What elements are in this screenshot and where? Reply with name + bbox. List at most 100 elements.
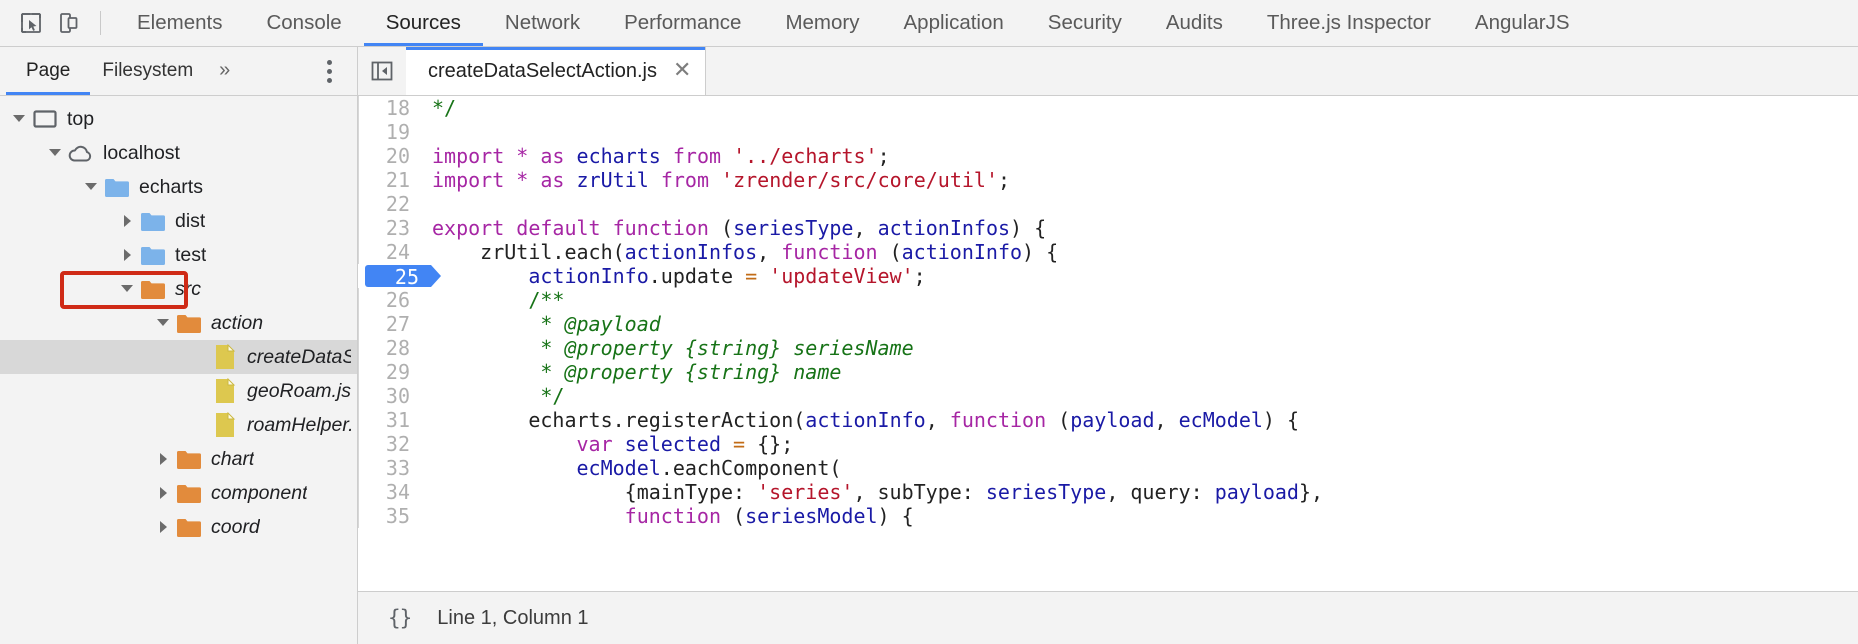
line-number[interactable]: 21	[358, 168, 420, 192]
code-token: *	[516, 144, 529, 168]
chevron-right-icon[interactable]	[116, 212, 138, 230]
editor-tab-createdataselectaction[interactable]: createDataSelectAction.js ✕	[406, 47, 707, 95]
code-line: 22	[358, 192, 1858, 216]
chevron-down-icon[interactable]	[116, 280, 138, 298]
folder-orange-icon	[140, 278, 166, 300]
breakpoint-flag[interactable]: 25	[365, 265, 441, 289]
code-token: ;	[913, 264, 926, 288]
tab-memory[interactable]: Memory	[785, 11, 860, 34]
code-token: ) {	[877, 504, 914, 528]
editor-tab-bar: createDataSelectAction.js ✕	[358, 47, 1858, 96]
line-number[interactable]: 24	[358, 240, 420, 264]
editor-tab-label: createDataSelectAction.js	[428, 59, 658, 82]
code-token: , subType:	[853, 480, 986, 504]
chevron-right-icon[interactable]	[152, 518, 174, 536]
tab-performance[interactable]: Performance	[624, 11, 742, 34]
code-token: import	[432, 168, 505, 192]
line-number[interactable]: 34	[358, 480, 420, 504]
navigator-tab-page[interactable]: Page	[10, 47, 86, 95]
line-number[interactable]: 27	[358, 312, 420, 336]
code-token: echarts.registerAction(	[432, 408, 806, 432]
chevron-down-icon[interactable]	[80, 178, 102, 196]
code-token	[528, 144, 540, 168]
tab-audits[interactable]: Audits	[1165, 11, 1223, 34]
tab-security[interactable]: Security	[1047, 11, 1122, 34]
tree-item-dist[interactable]: dist	[0, 204, 357, 238]
code-text: zrUtil.each(actionInfos, function (actio…	[420, 240, 1058, 264]
code-text: ecModel.eachComponent(	[420, 456, 842, 480]
code-token: function	[949, 408, 1047, 432]
tab-network[interactable]: Network	[504, 11, 581, 34]
tree-item-label: src	[175, 277, 201, 300]
chevron-down-icon[interactable]	[152, 314, 174, 332]
tab-elements[interactable]: Elements	[137, 11, 223, 34]
code-token: default	[516, 216, 601, 240]
code-token: function	[612, 216, 709, 240]
line-number[interactable]: 31	[358, 408, 420, 432]
tab-sources[interactable]: Sources	[363, 0, 484, 46]
line-number[interactable]: 32	[358, 432, 420, 456]
tree-item-georoam-js[interactable]: geoRoam.js	[0, 374, 357, 408]
tree-item-component[interactable]: component	[0, 476, 357, 510]
close-icon[interactable]: ✕	[673, 58, 692, 83]
collapse-sidebar-icon[interactable]	[358, 47, 406, 95]
code-token: function	[781, 240, 878, 264]
folder-orange-icon	[176, 448, 202, 470]
tree-item-chart[interactable]: chart	[0, 442, 357, 476]
code-line: 31 echarts.registerAction(actionInfo, fu…	[358, 408, 1858, 432]
file-js-icon	[212, 378, 238, 403]
code-token: from	[672, 144, 722, 168]
code-token: {mainType:	[432, 480, 758, 504]
chevron-right-icon[interactable]	[152, 484, 174, 502]
chevron-right-icon[interactable]	[152, 450, 174, 468]
tree-item-src[interactable]: src	[0, 272, 357, 306]
line-number[interactable]: 33	[358, 456, 420, 480]
code-token: , query:	[1106, 480, 1215, 504]
line-number[interactable]: 19	[358, 120, 420, 144]
line-number[interactable]: 22	[358, 192, 420, 216]
line-number[interactable]: 26	[358, 288, 420, 312]
line-number[interactable]: 29	[358, 360, 420, 384]
line-number[interactable]: 20	[358, 144, 420, 168]
code-token: .eachComponent(	[660, 456, 842, 480]
tree-item-localhost[interactable]: localhost	[0, 136, 357, 170]
tree-item-action[interactable]: action	[0, 306, 357, 340]
code-token: {};	[745, 432, 794, 456]
code-token	[528, 168, 540, 192]
tree-item-createdataselectaction-js[interactable]: createDataSelectAction.js	[0, 340, 357, 374]
chevron-down-icon[interactable]	[44, 144, 66, 162]
line-number[interactable]: 30	[358, 384, 420, 408]
chevron-right-icon[interactable]	[116, 246, 138, 264]
tab-application[interactable]: Application	[903, 11, 1004, 34]
chevron-down-icon[interactable]	[8, 110, 30, 128]
navigator-tab-filesystem[interactable]: Filesystem	[102, 60, 194, 81]
tab-angularjs[interactable]: AngularJS	[1474, 11, 1570, 34]
tree-item-echarts[interactable]: echarts	[0, 170, 357, 204]
line-number[interactable]: 35	[358, 504, 420, 528]
line-number[interactable]: 23	[358, 216, 420, 240]
code-token: actionInfos	[877, 216, 1011, 240]
code-token: payload	[1070, 408, 1155, 432]
line-number[interactable]: 18	[358, 96, 420, 120]
tab-console[interactable]: Console	[266, 11, 342, 34]
more-tabs-icon[interactable]: »	[219, 59, 231, 81]
code-token: ,	[757, 240, 782, 264]
line-number[interactable]: 28	[358, 336, 420, 360]
tree-item-coord[interactable]: coord	[0, 510, 357, 544]
code-token: =	[745, 264, 758, 288]
code-token: *	[432, 360, 565, 384]
device-toolbar-icon[interactable]	[52, 6, 86, 40]
tree-item-roamhelper-js[interactable]: roamHelper.js	[0, 408, 357, 442]
pretty-print-icon[interactable]: {}	[388, 606, 412, 630]
tree-item-test[interactable]: test	[0, 238, 357, 272]
tree-item-top[interactable]: top	[0, 102, 357, 136]
code-token: @property {string} seriesName	[564, 336, 914, 360]
tree-item-label: test	[175, 243, 207, 266]
cloud-icon	[68, 142, 94, 164]
tab-threejs-inspector[interactable]: Three.js Inspector	[1266, 11, 1431, 34]
kebab-menu-icon[interactable]	[319, 58, 339, 84]
inspect-cursor-icon[interactable]	[14, 6, 48, 40]
tree-item-label: echarts	[139, 175, 203, 198]
code-token	[432, 504, 625, 528]
